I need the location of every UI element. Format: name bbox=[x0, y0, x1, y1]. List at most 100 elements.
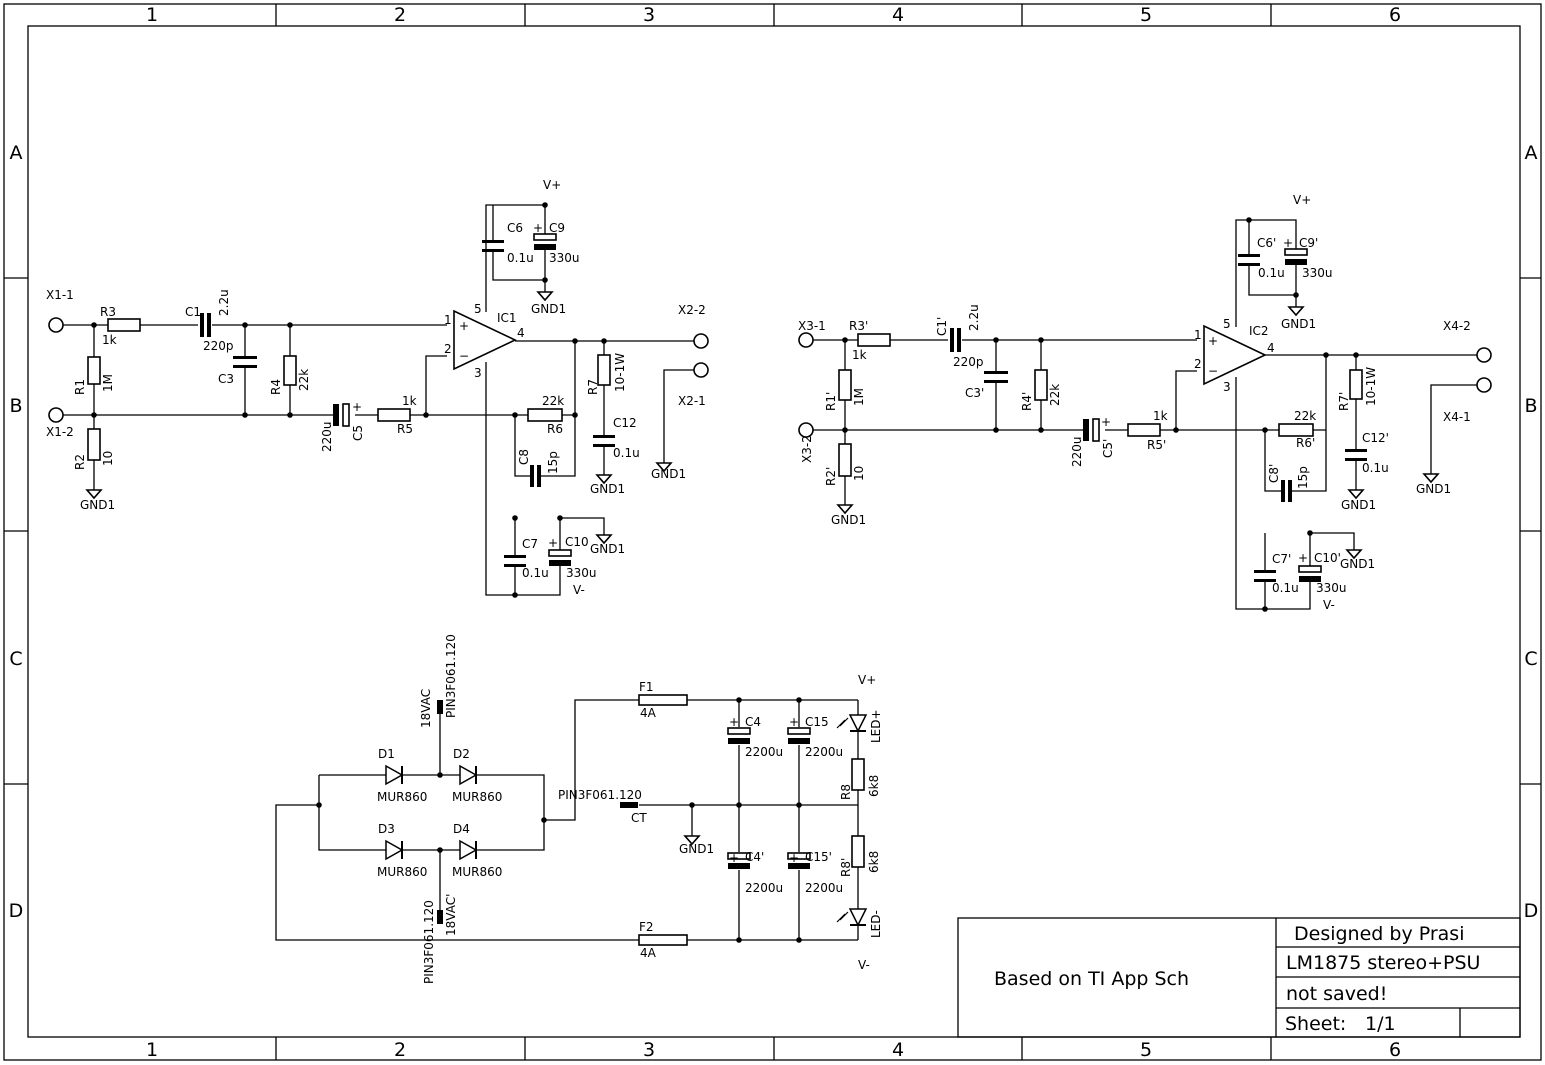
x1-2-connector bbox=[48, 407, 64, 423]
c7-capacitor bbox=[504, 555, 526, 567]
r7-value: 10-1W bbox=[613, 353, 627, 392]
f2-fuse bbox=[638, 934, 688, 946]
d1-label: D1 bbox=[378, 747, 395, 761]
d4-label: D4 bbox=[453, 822, 470, 836]
r7p-value: 10-1W bbox=[1364, 367, 1378, 406]
r2p-label: R2' bbox=[824, 467, 838, 486]
r4-value: 22k bbox=[297, 369, 311, 391]
f1-label: F1 bbox=[639, 680, 654, 694]
c9-plus: + bbox=[533, 221, 543, 235]
r3-resistor bbox=[107, 318, 141, 332]
c12-label: C12 bbox=[613, 416, 637, 430]
x3-2-connector bbox=[798, 422, 814, 438]
ic2-pin2: 2 bbox=[1194, 357, 1202, 371]
c9-capacitor bbox=[533, 233, 557, 250]
r8-value: 6k8 bbox=[867, 775, 881, 797]
frame-col-3-bottom: 3 bbox=[643, 1039, 655, 1061]
title-block: Based on TI App Sch Designed by Prasi LM… bbox=[957, 917, 1521, 1038]
c12-capacitor bbox=[593, 435, 615, 447]
frame-row-a: A bbox=[10, 142, 23, 164]
ic1-pin3: 3 bbox=[474, 366, 482, 380]
ch2-gnd-c9-label: GND1 bbox=[1281, 317, 1316, 331]
x1-1-label: X1-1 bbox=[46, 288, 74, 302]
c3-value: 220p bbox=[203, 339, 234, 353]
ic1-pin5: 5 bbox=[474, 302, 482, 316]
c1p-capacitor bbox=[950, 328, 961, 352]
c9-value: 330u bbox=[549, 251, 580, 265]
ch2-vplus-label: V+ bbox=[1293, 193, 1311, 207]
ch1-gnd-c9-icon bbox=[536, 291, 554, 302]
c7-label: C7 bbox=[522, 537, 538, 551]
frame-col-4-bottom: 4 bbox=[892, 1039, 904, 1061]
r5-label: R5 bbox=[397, 422, 413, 436]
frame-row-c-right: C bbox=[1524, 648, 1537, 670]
c3p-value: 220p bbox=[953, 355, 984, 369]
c1p-value: 2.2u bbox=[967, 304, 981, 331]
c1-capacitor bbox=[200, 313, 211, 337]
d4-value: MUR860 bbox=[452, 865, 502, 879]
title-block-sheet-value: 1/1 bbox=[1365, 1013, 1396, 1035]
c8-label: C8 bbox=[517, 449, 531, 465]
ch2-gnd-r2-label: GND1 bbox=[831, 513, 866, 527]
r3p-value: 1k bbox=[852, 348, 867, 362]
ch1-junctions bbox=[91, 202, 607, 598]
x3-1-label: X3-1 bbox=[798, 319, 826, 333]
ch2-junctions bbox=[842, 217, 1359, 612]
c1p-label: C1' bbox=[935, 317, 949, 336]
r4-label: R4 bbox=[269, 379, 283, 395]
psu-junctions bbox=[316, 697, 802, 943]
c6-label: C6 bbox=[507, 221, 523, 235]
x4-2-connector bbox=[1476, 347, 1492, 363]
r5p-value: 1k bbox=[1153, 409, 1168, 423]
c4p-value: 2200u bbox=[745, 881, 783, 895]
c5p-value: 220u bbox=[1070, 436, 1084, 467]
ch2-gnd-c10-label: GND1 bbox=[1340, 557, 1375, 571]
x3-2-label: X3-2 bbox=[800, 435, 814, 463]
ch2-gnd-x4-icon bbox=[1422, 473, 1440, 484]
c15p-capacitor bbox=[787, 852, 811, 869]
title-block-title: LM1875 stereo+PSU bbox=[1286, 952, 1480, 974]
r1-value: 1M bbox=[101, 374, 115, 392]
d3-value: MUR860 bbox=[377, 865, 427, 879]
d1-value: MUR860 bbox=[377, 790, 427, 804]
c6-capacitor bbox=[482, 240, 504, 252]
ch1-vminus-label: V- bbox=[573, 583, 585, 597]
r4p-resistor bbox=[1034, 369, 1048, 401]
r8p-value: 6k8 bbox=[867, 851, 881, 873]
ic1-label: IC1 bbox=[497, 311, 517, 325]
r2p-value: 10 bbox=[852, 466, 866, 481]
ic2-pin1: 1 bbox=[1194, 328, 1202, 342]
ch2-vminus-label: V- bbox=[1323, 598, 1335, 612]
c7-value: 0.1u bbox=[522, 566, 549, 580]
frame-col-1-bottom: 1 bbox=[146, 1039, 158, 1061]
r6-resistor bbox=[527, 408, 563, 422]
ch1-gnd-c10-label: GND1 bbox=[590, 542, 625, 556]
x1-1-connector bbox=[48, 317, 64, 333]
r7p-label: R7' bbox=[1337, 392, 1351, 411]
x2-2-connector bbox=[693, 333, 709, 349]
c12p-label: C12' bbox=[1362, 431, 1389, 445]
c12-value: 0.1u bbox=[613, 446, 640, 460]
r4-resistor bbox=[283, 355, 297, 386]
c10-capacitor bbox=[548, 549, 572, 566]
r8-resistor bbox=[851, 758, 865, 791]
c12p-value: 0.1u bbox=[1362, 461, 1389, 475]
title-block-note: Based on TI App Sch bbox=[994, 968, 1189, 990]
c15-value: 2200u bbox=[805, 745, 843, 759]
c9p-value: 330u bbox=[1302, 266, 1333, 280]
c6p-value: 0.1u bbox=[1258, 266, 1285, 280]
ic2-pin3: 3 bbox=[1223, 380, 1231, 394]
ch2-gnd-x4-label: GND1 bbox=[1416, 482, 1451, 496]
d3-label: D3 bbox=[378, 822, 395, 836]
ch1-gnd-x2-icon bbox=[655, 462, 673, 473]
c8p-capacitor bbox=[1281, 480, 1292, 502]
ic2-opamp bbox=[1203, 324, 1267, 386]
d2-label: D2 bbox=[453, 747, 470, 761]
r3p-resistor bbox=[857, 333, 891, 347]
x3-1-connector bbox=[798, 332, 814, 348]
r8-label: R8 bbox=[839, 784, 853, 800]
frame-row-d-right: D bbox=[1524, 900, 1539, 922]
ic1-plus-sign: + bbox=[459, 319, 469, 333]
c6-value: 0.1u bbox=[507, 251, 534, 265]
c10p-capacitor bbox=[1298, 565, 1322, 582]
